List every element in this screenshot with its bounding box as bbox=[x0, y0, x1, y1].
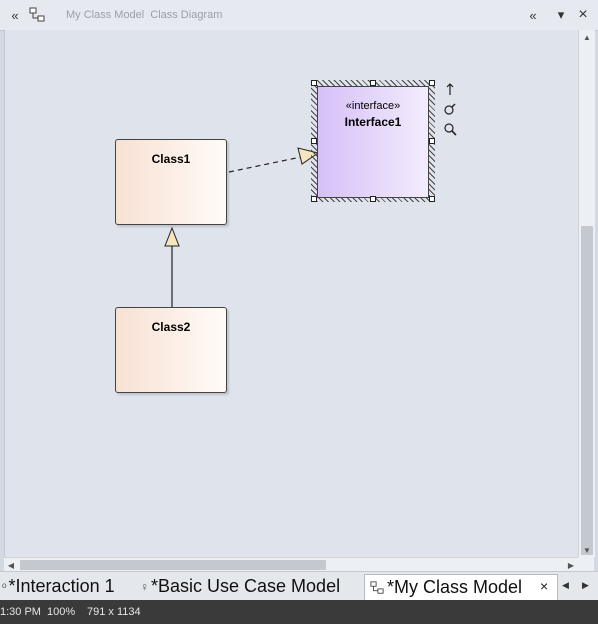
tab-scroll-right-icon[interactable]: ▶ bbox=[582, 580, 589, 590]
resize-handle-w[interactable] bbox=[311, 138, 317, 144]
quick-link-arrow-icon[interactable] bbox=[443, 82, 457, 96]
tab-label: *Basic Use Case Model bbox=[151, 576, 341, 596]
status-zoom: 100% bbox=[47, 606, 76, 618]
resize-handle-sw[interactable] bbox=[311, 196, 317, 202]
close-icon: × bbox=[578, 6, 588, 23]
diagram-type-button[interactable] bbox=[28, 6, 46, 24]
diagram-canvas-frame: Class1 Class2 «interface» Interface1 bbox=[4, 30, 579, 557]
diagram-tab-strip: ᵒ *Interaction 1 ♀ *Basic Use Case Model… bbox=[0, 571, 598, 601]
double-chevron-left-icon: « bbox=[11, 7, 19, 23]
vertical-scrollbar[interactable]: ▲ ▼ bbox=[578, 30, 595, 557]
tab-label: *Interaction 1 bbox=[8, 576, 115, 596]
diagram-title-bar: « My Class Model Class Diagram « ▾ × bbox=[0, 0, 598, 31]
scroll-right-icon[interactable]: ▶ bbox=[567, 560, 575, 570]
close-panel-button[interactable]: × bbox=[574, 6, 592, 24]
tab-label: *My Class Model bbox=[387, 577, 523, 597]
interface1-element[interactable]: «interface» Interface1 bbox=[317, 86, 429, 198]
status-bar: 1:30 PM 100% 791 x 1134 bbox=[0, 600, 598, 624]
tab-interaction-1[interactable]: ᵒ *Interaction 1 bbox=[2, 574, 115, 599]
resize-handle-n[interactable] bbox=[370, 80, 376, 86]
diagram-canvas[interactable]: Class1 Class2 «interface» Interface1 bbox=[5, 30, 579, 557]
class-name: Class2 bbox=[151, 320, 191, 334]
horizontal-scroll-thumb[interactable] bbox=[20, 560, 326, 570]
resize-handle-e[interactable] bbox=[429, 138, 435, 144]
interaction-icon: ᵒ bbox=[2, 579, 7, 594]
tab-scroll-left-icon[interactable]: ◀ bbox=[562, 580, 569, 590]
tab-basic-use-case-model[interactable]: ♀ *Basic Use Case Model bbox=[140, 574, 340, 599]
expand-panel-button[interactable]: « bbox=[524, 6, 542, 24]
scroll-up-icon[interactable]: ▲ bbox=[583, 32, 591, 42]
interface-name: Interface1 bbox=[344, 115, 402, 129]
resize-handle-ne[interactable] bbox=[429, 80, 435, 86]
horizontal-scrollbar[interactable]: ◀ ▶ bbox=[4, 557, 578, 572]
class2-element[interactable]: Class2 bbox=[115, 307, 227, 393]
appearance-brush-icon[interactable] bbox=[443, 102, 457, 116]
scroll-left-icon[interactable]: ◀ bbox=[7, 560, 15, 570]
tab-close-button[interactable]: × bbox=[540, 578, 548, 594]
interface-stereotype: «interface» bbox=[345, 100, 401, 112]
status-time: 1:30 PM bbox=[0, 606, 41, 618]
class-name: Class1 bbox=[151, 152, 191, 166]
collapse-panel-button[interactable]: « bbox=[6, 6, 24, 24]
diagram-name: My Class Model bbox=[66, 9, 145, 21]
tab-my-class-model[interactable]: *My Class Model bbox=[364, 574, 558, 600]
zoom-icon[interactable] bbox=[443, 122, 457, 136]
class-diagram-icon bbox=[370, 580, 384, 594]
resize-handle-s[interactable] bbox=[370, 196, 376, 202]
window-title: My Class Model Class Diagram bbox=[66, 9, 222, 21]
scrollbar-corner bbox=[578, 557, 594, 571]
resize-handle-se[interactable] bbox=[429, 196, 435, 202]
resize-handle-nw[interactable] bbox=[311, 80, 317, 86]
generalization-arrowhead bbox=[164, 226, 180, 247]
double-chevron-left-icon: « bbox=[529, 7, 537, 23]
use-case-icon: ♀ bbox=[140, 579, 149, 594]
realization-connector[interactable] bbox=[228, 156, 302, 173]
class-diagram-icon bbox=[29, 7, 45, 22]
scroll-down-icon[interactable]: ▼ bbox=[583, 545, 591, 555]
diagram-kind: Class Diagram bbox=[150, 9, 223, 21]
panel-menu-button[interactable]: ▾ bbox=[552, 6, 570, 24]
status-diagram-size: 791 x 1134 bbox=[87, 606, 141, 618]
close-icon: × bbox=[540, 578, 549, 594]
connectors-layer bbox=[164, 147, 320, 307]
class1-element[interactable]: Class1 bbox=[115, 139, 227, 225]
vertical-scroll-thumb[interactable] bbox=[581, 226, 593, 555]
chevron-down-icon: ▾ bbox=[557, 7, 565, 22]
